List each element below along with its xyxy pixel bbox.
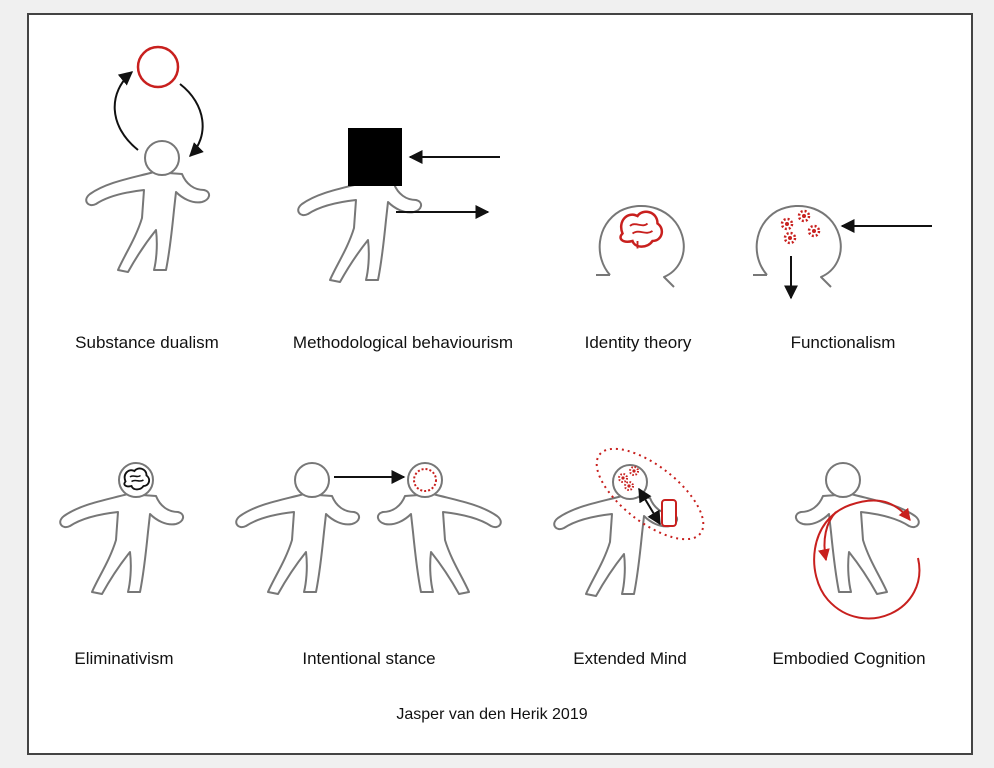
label-methodological-behaviourism: Methodological behaviourism	[292, 333, 514, 352]
label-intentional-stance: Intentional stance	[302, 649, 436, 668]
eliminativism-figure	[59, 462, 185, 595]
label-functionalism: Functionalism	[790, 333, 896, 352]
attributed-mind	[413, 468, 437, 492]
embodied-cognition-figure	[796, 463, 921, 620]
functionalism-figure	[752, 204, 932, 300]
mind-circle	[136, 45, 180, 89]
methodological-behaviourism-figure	[297, 128, 500, 283]
loop-arc-2	[818, 511, 837, 562]
credit-line: Jasper van den Herik 2019	[396, 706, 588, 723]
identity-theory-figure	[595, 204, 685, 288]
diagram-frame	[27, 13, 973, 755]
intentional-stance-figure	[235, 462, 501, 595]
extended-mind-figure	[553, 447, 705, 597]
downward-arrow	[179, 83, 204, 157]
extended-boundary	[595, 447, 705, 541]
label-identity-theory: Identity theory	[584, 333, 692, 352]
label-substance-dualism: Substance dualism	[75, 333, 219, 352]
upward-arrow	[113, 71, 139, 151]
black-box	[348, 128, 402, 186]
label-embodied-cognition: Embodied Cognition	[772, 649, 926, 668]
label-eliminativism: Eliminativism	[74, 649, 174, 668]
phone-icon	[661, 499, 677, 527]
label-extended-mind: Extended Mind	[573, 649, 687, 668]
substance-dualism-figure	[85, 45, 211, 273]
coupling-arrows	[638, 487, 661, 526]
loop-arc-1	[813, 499, 921, 620]
